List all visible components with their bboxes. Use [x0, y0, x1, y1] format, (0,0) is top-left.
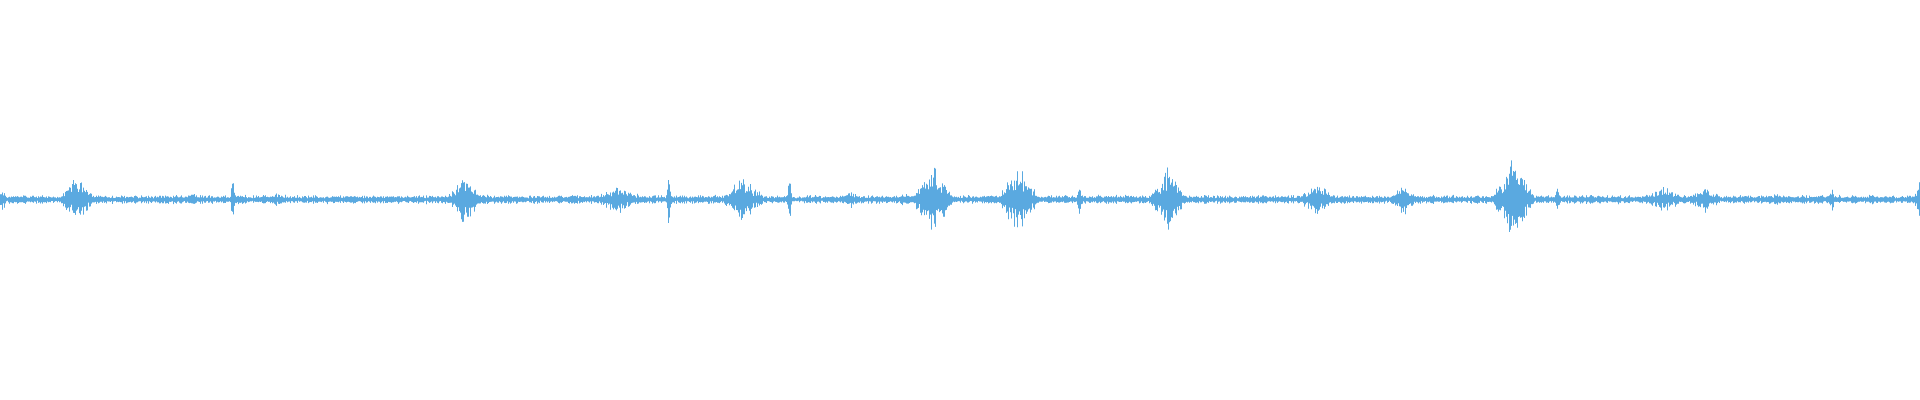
waveform-path	[0, 160, 1920, 232]
